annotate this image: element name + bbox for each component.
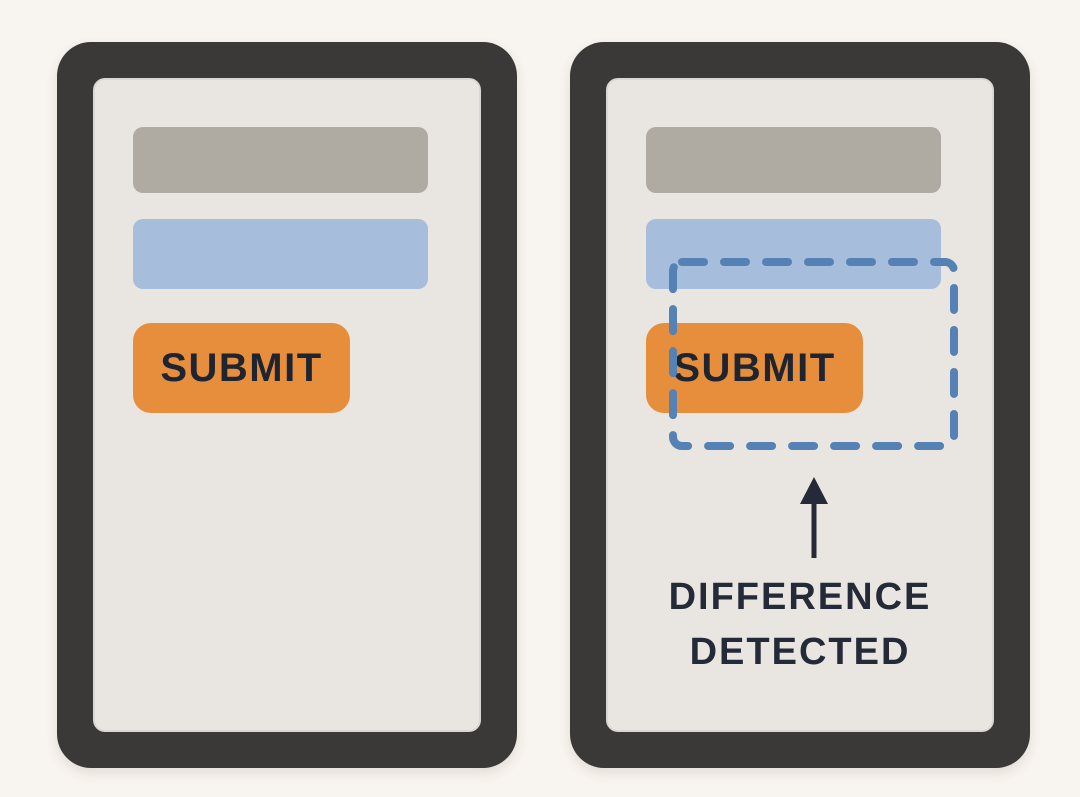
submit-button-label: SUBMIT bbox=[673, 345, 836, 390]
device-screen-baseline: SUBMIT bbox=[93, 78, 481, 732]
skeleton-title-bar bbox=[133, 127, 428, 193]
device-frame-baseline: SUBMIT bbox=[57, 42, 517, 768]
difference-label-line2: DETECTED bbox=[689, 631, 911, 673]
skeleton-title-bar bbox=[646, 127, 941, 193]
skeleton-input-bar bbox=[133, 219, 428, 289]
device-screen-changed: SUBMIT DIFFERENCE DETECTED bbox=[606, 78, 994, 732]
skeleton-input-bar bbox=[646, 219, 941, 289]
difference-label-line1: DIFFERENCE bbox=[668, 576, 932, 618]
up-arrow-icon bbox=[800, 477, 828, 558]
device-frame-changed: SUBMIT DIFFERENCE DETECTED bbox=[570, 42, 1030, 768]
submit-button[interactable]: SUBMIT bbox=[646, 323, 863, 413]
difference-detected-label: DIFFERENCE DETECTED bbox=[606, 570, 994, 680]
submit-button-label: SUBMIT bbox=[160, 345, 323, 390]
submit-button[interactable]: SUBMIT bbox=[133, 323, 350, 413]
